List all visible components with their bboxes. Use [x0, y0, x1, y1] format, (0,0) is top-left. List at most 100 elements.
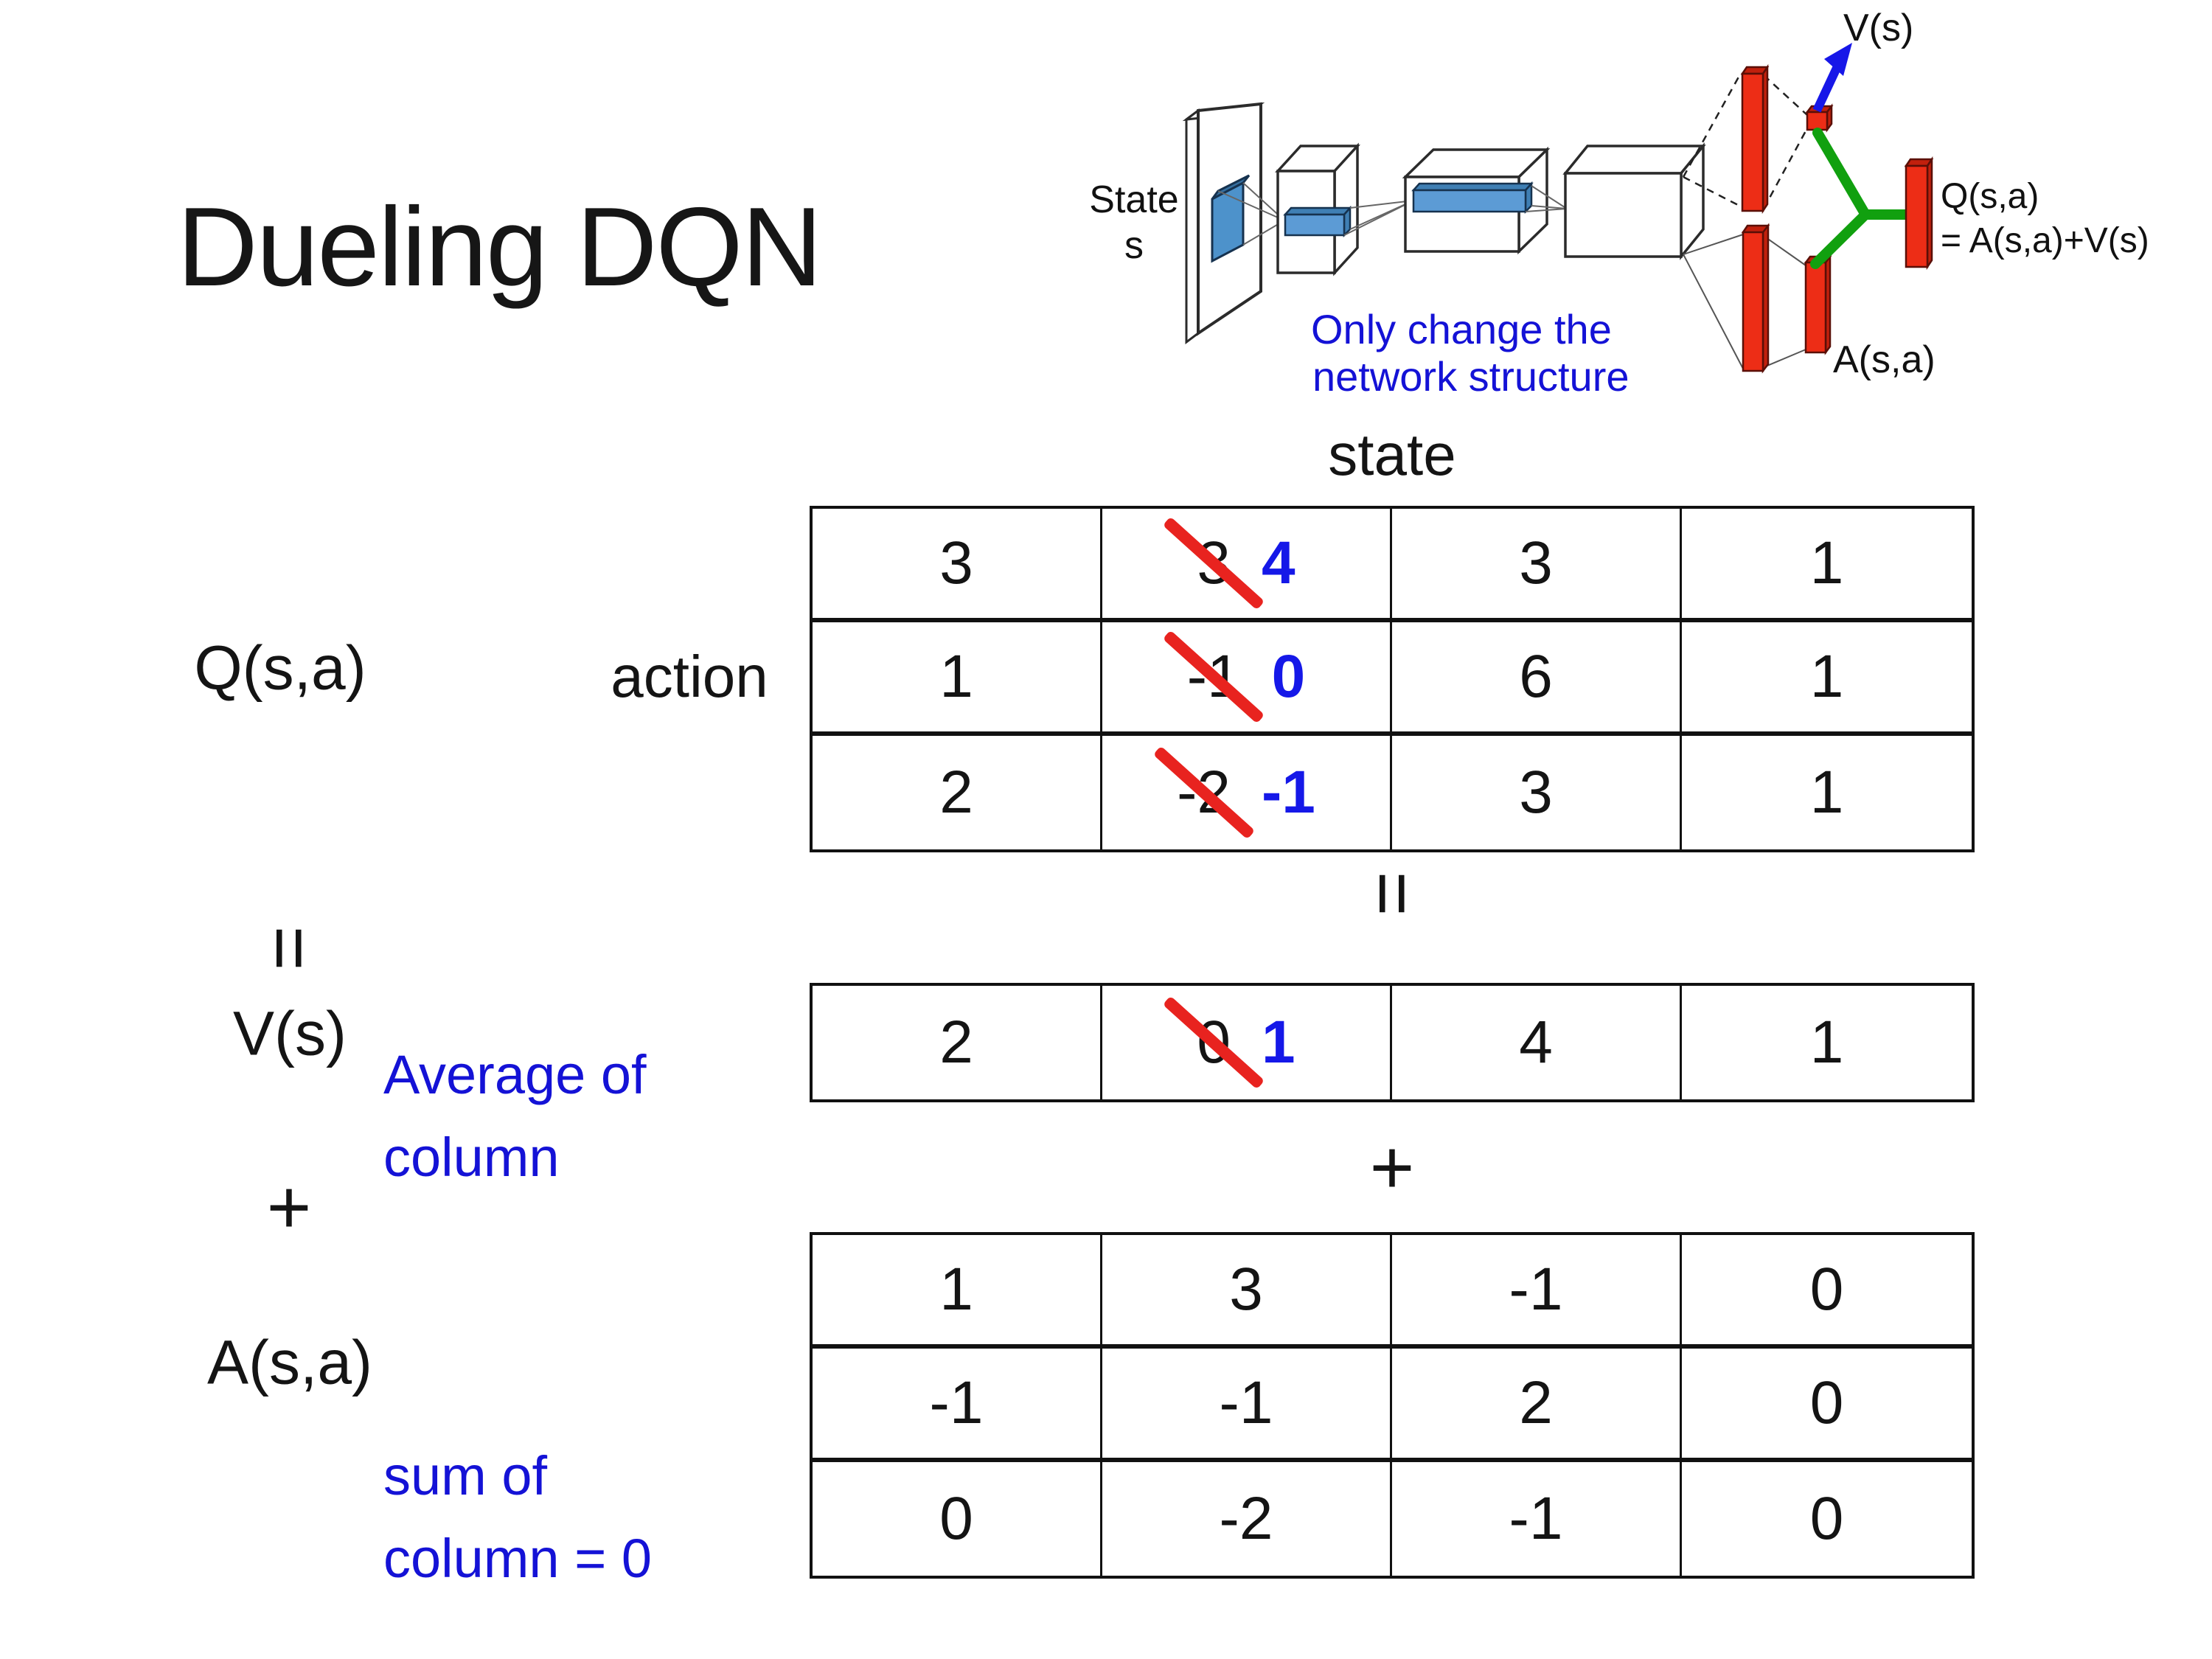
- a-matrix-label: A(s,a): [206, 1327, 373, 1397]
- cell-value: -1: [1219, 1369, 1273, 1436]
- struck-old-value: -2: [1177, 759, 1231, 826]
- q-table-cell-r0-c2: 3: [1392, 509, 1682, 622]
- corrected-new-value: 1: [1262, 1009, 1295, 1076]
- merge-connector: [1810, 128, 1910, 269]
- cell-value: 2: [939, 1009, 973, 1076]
- fc-box: [1562, 142, 1706, 260]
- cell-value: 3: [1519, 759, 1553, 826]
- struck-old-value: 0: [1197, 1009, 1231, 1076]
- v-table-cell-r0-c2: 4: [1392, 986, 1682, 1099]
- dashed-links-value-stream: [1682, 72, 1809, 209]
- average-note-line1: Average of: [383, 1044, 647, 1105]
- q-table-cell-r2-c0: 2: [813, 736, 1102, 849]
- a-table-cell-r0-c2: -1: [1392, 1235, 1682, 1349]
- a-table-cell-r1-c1: -1: [1102, 1349, 1392, 1462]
- note-line2: network structure: [1312, 353, 1630, 400]
- a-table: 1 3 -1 0 -1 -1 2 0 0 -2 -1 0: [810, 1232, 1975, 1579]
- advantage-fc-bar: [1741, 223, 1770, 374]
- equals-sign-left: =: [246, 925, 333, 971]
- average-note-line2: column: [383, 1127, 560, 1188]
- conv-patch-icon: [1211, 174, 1251, 263]
- q-output-label-line2: = A(s,a)+V(s): [1941, 221, 2149, 260]
- cell-value: -1: [1509, 1256, 1563, 1323]
- sum-note-line1: sum of: [383, 1445, 548, 1506]
- cell-value: -2: [1219, 1485, 1273, 1552]
- state-input-label-line2: s: [1124, 224, 1144, 267]
- sum-note: sum of column = 0: [383, 1435, 652, 1600]
- cell-value: 3: [1519, 529, 1553, 597]
- a-table-cell-r2-c3: 0: [1682, 1462, 1972, 1576]
- v-table-cell-r0-c3: 1: [1682, 986, 1972, 1099]
- q-table-cell-r1-c1: -1 0: [1102, 622, 1392, 736]
- q-table-cell-r2-c3: 1: [1682, 736, 1972, 849]
- a-table-cell-r0-c0: 1: [813, 1235, 1102, 1349]
- v-matrix-label: V(s): [233, 998, 347, 1068]
- cell-value: 6: [1519, 643, 1553, 710]
- projection-lines-2: [1343, 200, 1414, 236]
- cell-value: 0: [1809, 1256, 1844, 1323]
- cell-value: 1: [939, 643, 973, 710]
- q-table-cell-r1-c3: 1: [1682, 622, 1972, 736]
- cell-value: 3: [1229, 1256, 1263, 1323]
- cell-value: 1: [1809, 759, 1844, 826]
- a-table-cell-r0-c3: 0: [1682, 1235, 1972, 1349]
- cell-value: -1: [929, 1369, 984, 1436]
- cell-value: 2: [939, 759, 973, 826]
- cell-value: 1: [1809, 529, 1844, 597]
- q-output-label-line1: Q(s,a): [1941, 177, 2039, 216]
- feature-bar-1: [1283, 205, 1352, 238]
- sum-note-line2: column = 0: [383, 1528, 653, 1589]
- q-table-cell-r0-c3: 1: [1682, 509, 1972, 622]
- struck-old-value: -1: [1186, 643, 1241, 710]
- a-table-cell-r2-c1: -2: [1102, 1462, 1392, 1576]
- q-table-cell-r0-c0: 3: [813, 509, 1102, 622]
- corrected-new-value: -1: [1262, 759, 1315, 826]
- q-table-cell-r1-c2: 6: [1392, 622, 1682, 736]
- cell-value: 4: [1519, 1009, 1553, 1076]
- value-arrow-icon: [1812, 43, 1852, 113]
- cell-value: 0: [939, 1485, 973, 1552]
- state-axis-label: state: [1328, 422, 1456, 487]
- a-table-cell-r0-c1: 3: [1102, 1235, 1392, 1349]
- action-axis-label: action: [611, 644, 768, 709]
- a-table-cell-r2-c0: 0: [813, 1462, 1102, 1576]
- cell-value: 1: [939, 1256, 973, 1323]
- advantage-vector-bar: [1804, 254, 1832, 355]
- note-line1: Only change the: [1311, 306, 1612, 352]
- a-table-cell-r1-c0: -1: [813, 1349, 1102, 1462]
- struck-old-value: 3: [1197, 529, 1231, 597]
- dueling-network-diagram: State s Only change the network structur…: [1089, 7, 2149, 400]
- v-output-label: V(s): [1843, 7, 1913, 49]
- page-title: Dueling DQN: [177, 184, 822, 310]
- a-table-cell-r1-c2: 2: [1392, 1349, 1682, 1462]
- value-fc-bar: [1740, 63, 1770, 215]
- average-note: Average of column: [383, 1034, 647, 1199]
- corrected-new-value: 0: [1271, 643, 1306, 710]
- cell-value: 3: [939, 529, 973, 597]
- plus-sign-left: +: [266, 1164, 312, 1251]
- a-table-cell-r2-c2: -1: [1392, 1462, 1682, 1576]
- cell-value: 0: [1809, 1485, 1844, 1552]
- state-input-label-line1: State: [1089, 178, 1178, 221]
- a-output-label: A(s,a): [1833, 338, 1935, 381]
- q-table-cell-r2-c2: 3: [1392, 736, 1682, 849]
- corrected-new-value: 4: [1262, 529, 1295, 597]
- plus-sign-mid: +: [1369, 1124, 1415, 1211]
- links-advantage-stream: [1683, 234, 1806, 369]
- feature-bar-2: [1411, 181, 1534, 215]
- q-output-bar: [1904, 156, 1934, 271]
- cell-value: -1: [1509, 1485, 1563, 1552]
- cell-value: 1: [1809, 643, 1844, 710]
- cell-value: 1: [1809, 1009, 1844, 1076]
- q-table-cell-r2-c1: -2 -1: [1102, 736, 1392, 849]
- v-table-cell-r0-c0: 2: [813, 986, 1102, 1099]
- projection-lines-3: [1525, 185, 1568, 212]
- cell-value: 0: [1809, 1369, 1844, 1436]
- equals-sign-mid: =: [1349, 871, 1436, 917]
- cell-value: 2: [1519, 1369, 1553, 1436]
